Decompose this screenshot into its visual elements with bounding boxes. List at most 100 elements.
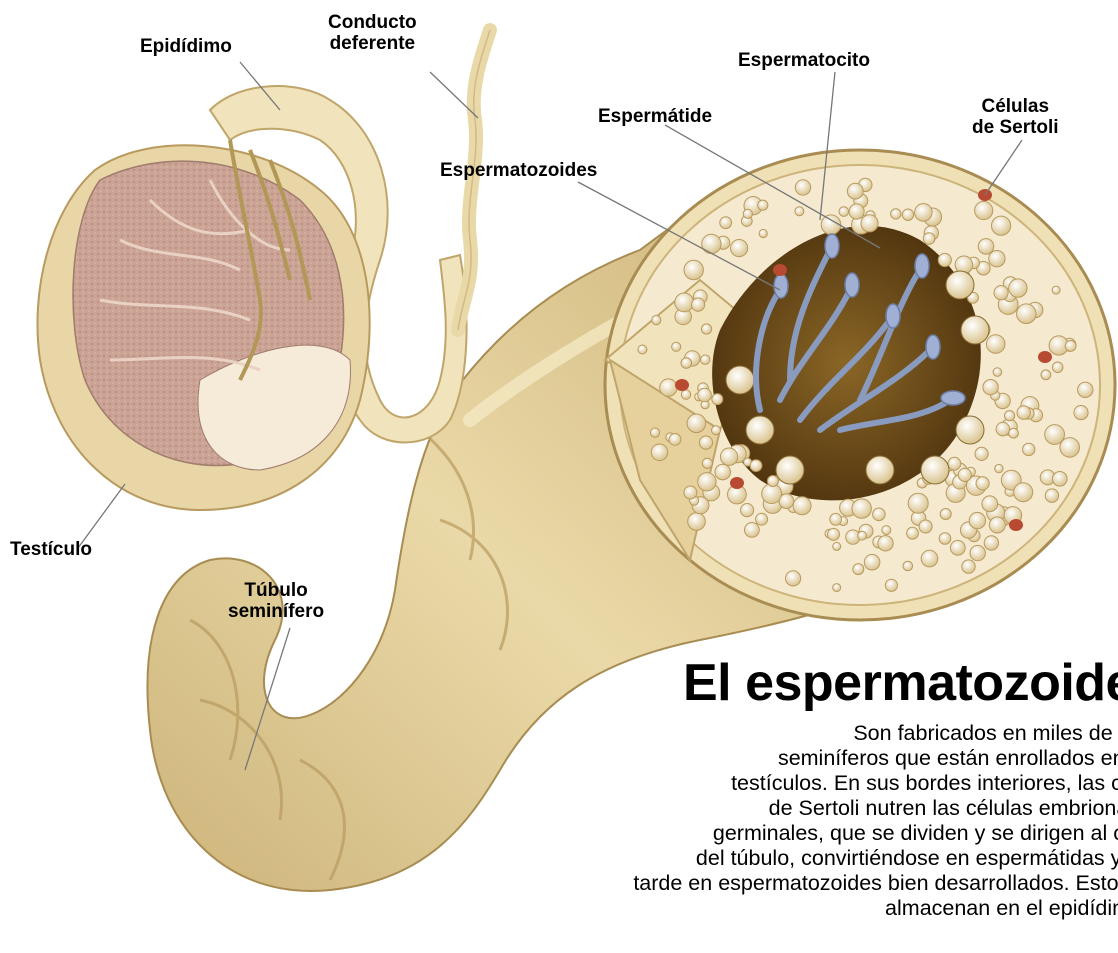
germ-cell bbox=[970, 545, 985, 560]
germ-cell bbox=[878, 536, 893, 551]
germ-cell bbox=[882, 526, 891, 535]
germ-cell bbox=[975, 447, 988, 460]
germ-cell bbox=[672, 342, 681, 351]
label-espermatide: Espermátide bbox=[598, 106, 712, 127]
diagram-title: El espermatozoide bbox=[683, 655, 1118, 711]
germ-cell bbox=[915, 204, 933, 222]
germ-cell bbox=[833, 584, 841, 592]
germ-cell bbox=[849, 204, 864, 219]
germ-cell bbox=[1009, 279, 1027, 297]
germ-cell bbox=[948, 457, 961, 470]
label-conducto-line2: deferente bbox=[328, 33, 417, 54]
germ-cell bbox=[989, 517, 1005, 533]
germ-cell bbox=[750, 460, 762, 472]
germ-cell bbox=[1022, 443, 1034, 455]
germ-cell bbox=[758, 200, 768, 210]
label-sertoli-line2: de Sertoli bbox=[972, 117, 1059, 138]
germ-cell bbox=[698, 388, 712, 402]
spermatocyte bbox=[726, 366, 754, 394]
description-text: Son fabricados en miles de túbulos semin… bbox=[410, 720, 1118, 953]
germ-cell bbox=[978, 239, 994, 255]
germ-cell bbox=[992, 216, 1011, 235]
germ-cell bbox=[969, 512, 985, 528]
germ-cell bbox=[795, 180, 810, 195]
germ-cell bbox=[652, 316, 661, 325]
germ-cell bbox=[712, 426, 721, 435]
germ-cell bbox=[684, 486, 697, 499]
germ-cell bbox=[994, 286, 1008, 300]
label-sertoli-line1: Células bbox=[972, 96, 1059, 117]
spermatocyte bbox=[746, 416, 774, 444]
germ-cell bbox=[688, 513, 706, 531]
germ-cell bbox=[975, 201, 993, 219]
description-line: seminíferos que están enrollados en los bbox=[778, 745, 1118, 771]
description-line: testículos. En sus bordes interiores, la… bbox=[731, 770, 1118, 796]
germ-cell bbox=[986, 335, 1005, 354]
germ-cell bbox=[938, 253, 951, 266]
germ-cell bbox=[993, 368, 1002, 377]
label-celulas-sertoli: Células de Sertoli bbox=[972, 96, 1059, 138]
spermatocyte bbox=[956, 416, 984, 444]
germ-cell bbox=[833, 542, 841, 550]
germ-cell bbox=[743, 209, 752, 218]
germ-cell bbox=[940, 509, 951, 520]
germ-cell bbox=[1017, 304, 1037, 324]
germ-cell bbox=[720, 448, 737, 465]
germ-cell bbox=[745, 523, 760, 538]
germ-cell bbox=[873, 508, 886, 521]
label-testiculo-text: Testículo bbox=[10, 539, 92, 560]
germ-cell bbox=[681, 390, 690, 399]
spermatocyte bbox=[921, 456, 949, 484]
spermatocyte bbox=[946, 271, 974, 299]
germ-cell bbox=[923, 233, 935, 245]
germ-cell bbox=[786, 571, 801, 586]
germ-cell bbox=[828, 528, 840, 540]
germ-cell bbox=[1052, 286, 1060, 294]
germ-cell bbox=[950, 540, 965, 555]
germ-cell bbox=[1005, 411, 1015, 421]
label-espermatocito-text: Espermatocito bbox=[738, 50, 870, 71]
germ-cell bbox=[756, 513, 768, 525]
germ-cell bbox=[1074, 406, 1088, 420]
germ-cell bbox=[767, 476, 778, 487]
label-epididimo-text: Epidídimo bbox=[140, 36, 232, 57]
spermatocyte bbox=[776, 456, 804, 484]
description-line: tarde en espermatozoides bien desarrolla… bbox=[633, 870, 1118, 896]
description-line: Son fabricados en miles de túbulos bbox=[853, 720, 1118, 746]
germ-cell bbox=[701, 324, 711, 334]
germ-cell bbox=[1045, 489, 1058, 502]
germ-cell bbox=[885, 579, 897, 591]
germ-cell bbox=[839, 207, 849, 217]
germ-cell bbox=[908, 493, 928, 513]
germ-cell bbox=[741, 504, 754, 517]
germ-cell bbox=[687, 414, 706, 433]
germ-cell bbox=[638, 345, 647, 354]
germ-cell bbox=[720, 217, 732, 229]
germ-cell bbox=[698, 473, 716, 491]
germ-cell bbox=[795, 207, 804, 216]
germ-cell bbox=[853, 564, 864, 575]
germ-cell bbox=[650, 428, 659, 437]
germ-cell bbox=[669, 434, 681, 446]
testicle bbox=[37, 140, 369, 510]
germ-cell bbox=[921, 550, 938, 567]
germ-cell bbox=[1045, 425, 1065, 445]
germ-cell bbox=[681, 358, 692, 369]
germ-cell bbox=[699, 436, 712, 449]
germ-cell bbox=[982, 496, 998, 512]
germ-cell bbox=[983, 380, 998, 395]
label-espermatocito: Espermatocito bbox=[738, 50, 870, 71]
spermatocyte bbox=[866, 456, 894, 484]
germ-cell bbox=[996, 422, 1010, 436]
germ-cell bbox=[793, 497, 811, 515]
germ-cell bbox=[919, 520, 932, 533]
germ-cell bbox=[759, 229, 767, 237]
germ-cell bbox=[692, 298, 705, 311]
germ-cell bbox=[712, 394, 723, 405]
label-tubulo-line1: Túbulo bbox=[228, 580, 324, 601]
germ-cell bbox=[1017, 406, 1030, 419]
germ-cell bbox=[715, 464, 731, 480]
description-line: del túbulo, convirtiéndose en espermátid… bbox=[696, 845, 1118, 871]
germ-cell bbox=[1078, 382, 1093, 397]
germ-cell bbox=[902, 209, 913, 220]
